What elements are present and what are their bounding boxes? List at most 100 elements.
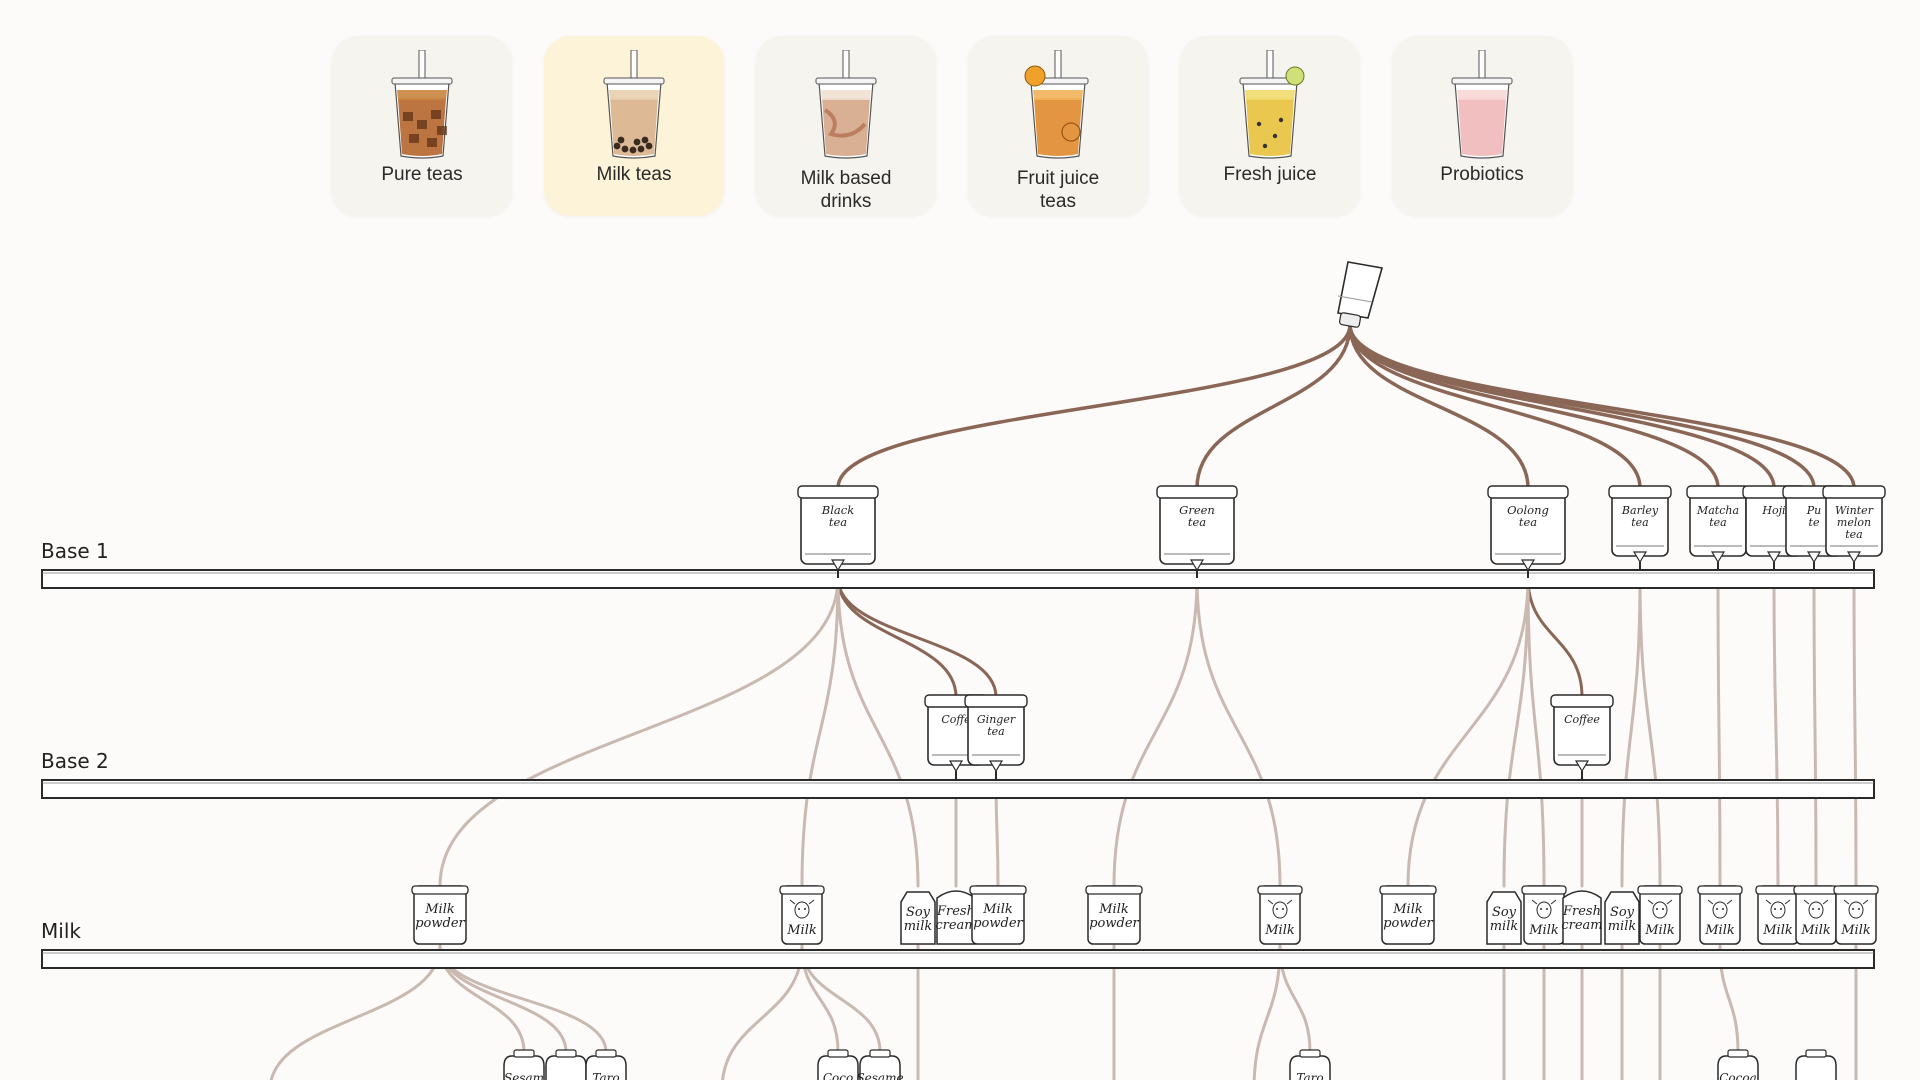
- node-label: powder: [1089, 916, 1139, 931]
- milk-node-jug[interactable]: Milk: [1833, 885, 1879, 945]
- shelf-base-2: Base 2: [41, 749, 1875, 799]
- node-label: Matcha: [1696, 504, 1739, 517]
- node-label: Milk: [1528, 923, 1559, 938]
- flow-line: [269, 944, 442, 1080]
- node-label: Milk: [982, 902, 1013, 917]
- milk-node-jug[interactable]: Milk: [1637, 885, 1683, 945]
- flow-line: [1502, 576, 1530, 888]
- shaker-icon[interactable]: [1337, 261, 1384, 328]
- node-label: melon: [1837, 516, 1871, 529]
- flow-line: [1852, 576, 1858, 888]
- milk-node-jug[interactable]: Milk: [1755, 885, 1801, 945]
- node-label: cream: [1561, 918, 1602, 933]
- topping-jar[interactable]: [1795, 1049, 1837, 1080]
- node-label: te: [1809, 516, 1820, 529]
- milk-node-jug[interactable]: Milk: [1521, 885, 1567, 945]
- topping-jar[interactable]: Sesame: [856, 1049, 904, 1080]
- flow-line: [438, 576, 840, 888]
- shelf-label: Milk: [41, 919, 81, 943]
- flow-line: [1638, 576, 1662, 888]
- node-label: Milk: [1800, 923, 1831, 938]
- node-label: Soy: [906, 905, 931, 920]
- topping-jar[interactable]: [545, 1049, 587, 1080]
- milk-node-jug[interactable]: Milk: [1257, 885, 1303, 945]
- category-label: Pure teas: [381, 164, 463, 185]
- node-label: tea: [987, 725, 1005, 738]
- base2-node-2[interactable]: Coffee: [1550, 694, 1614, 779]
- milk-node-jug[interactable]: Milk: [779, 885, 825, 945]
- node-label: Oolong: [1507, 503, 1549, 517]
- node-label: Taro: [1296, 1071, 1323, 1080]
- flow-line-base2: [836, 576, 958, 699]
- category-label: Probiotics: [1440, 164, 1524, 185]
- category-card-pure-teas[interactable]: Pure teas: [332, 36, 512, 216]
- node-label: Coffee: [1564, 713, 1600, 726]
- node-label: Taro: [592, 1071, 619, 1080]
- category-label: Milk teas: [596, 164, 672, 185]
- node-label: Black: [821, 503, 854, 517]
- topping-jar[interactable]: Sesam: [503, 1049, 545, 1080]
- node-label: Milk: [1762, 923, 1793, 938]
- milk-node-jug[interactable]: Milk: [1793, 885, 1839, 945]
- node-label: Ginger: [977, 713, 1016, 726]
- flow-line: [1772, 576, 1780, 888]
- milk-node-jug[interactable]: Milk: [1697, 885, 1743, 945]
- topping-jar[interactable]: Taro: [1289, 1049, 1331, 1080]
- probiotic-cup-icon: [1451, 50, 1513, 159]
- node-label: Milk: [786, 923, 817, 938]
- cow-icon: [1531, 899, 1557, 919]
- cow-icon: [1843, 899, 1869, 919]
- fresh-juice-cup-icon: [1239, 50, 1305, 159]
- node-label: tea: [1709, 516, 1727, 529]
- category-label: Fresh juice: [1223, 164, 1317, 185]
- topping-jar[interactable]: Taro: [585, 1049, 627, 1080]
- flow-line: [836, 576, 920, 888]
- node-label: Milk: [424, 902, 455, 917]
- flow-line: [1812, 576, 1818, 888]
- node-label: Milk: [1392, 902, 1423, 917]
- flow-line-base1: [836, 323, 1352, 490]
- node-label: tea: [1519, 515, 1537, 529]
- node-label: powder: [415, 916, 465, 931]
- node-label: powder: [1383, 916, 1433, 931]
- category-card-fresh-juice[interactable]: Fresh juice: [1180, 36, 1360, 216]
- flow-line: [1406, 576, 1530, 888]
- topping-jar[interactable]: Cocoa: [1717, 1049, 1759, 1080]
- node-label: Winter: [1835, 504, 1874, 517]
- node-label: Barley: [1621, 504, 1659, 517]
- node-label: Green: [1179, 503, 1215, 517]
- node-label: tea: [829, 515, 847, 529]
- node-label: Fresh: [1562, 904, 1601, 919]
- category-card-probiotics[interactable]: Probiotics: [1392, 36, 1572, 216]
- node-label: tea: [1845, 528, 1863, 541]
- category-card-milk-teas[interactable]: Milk teas: [544, 36, 724, 216]
- flow-line-base2: [836, 576, 998, 699]
- cow-icon: [1267, 899, 1293, 919]
- flow-line: [1620, 576, 1642, 888]
- fruit-tea-cup-icon: [1024, 50, 1089, 159]
- shelf-milk: Milk: [41, 919, 1875, 969]
- topping-jar[interactable]: Coco: [817, 1049, 859, 1080]
